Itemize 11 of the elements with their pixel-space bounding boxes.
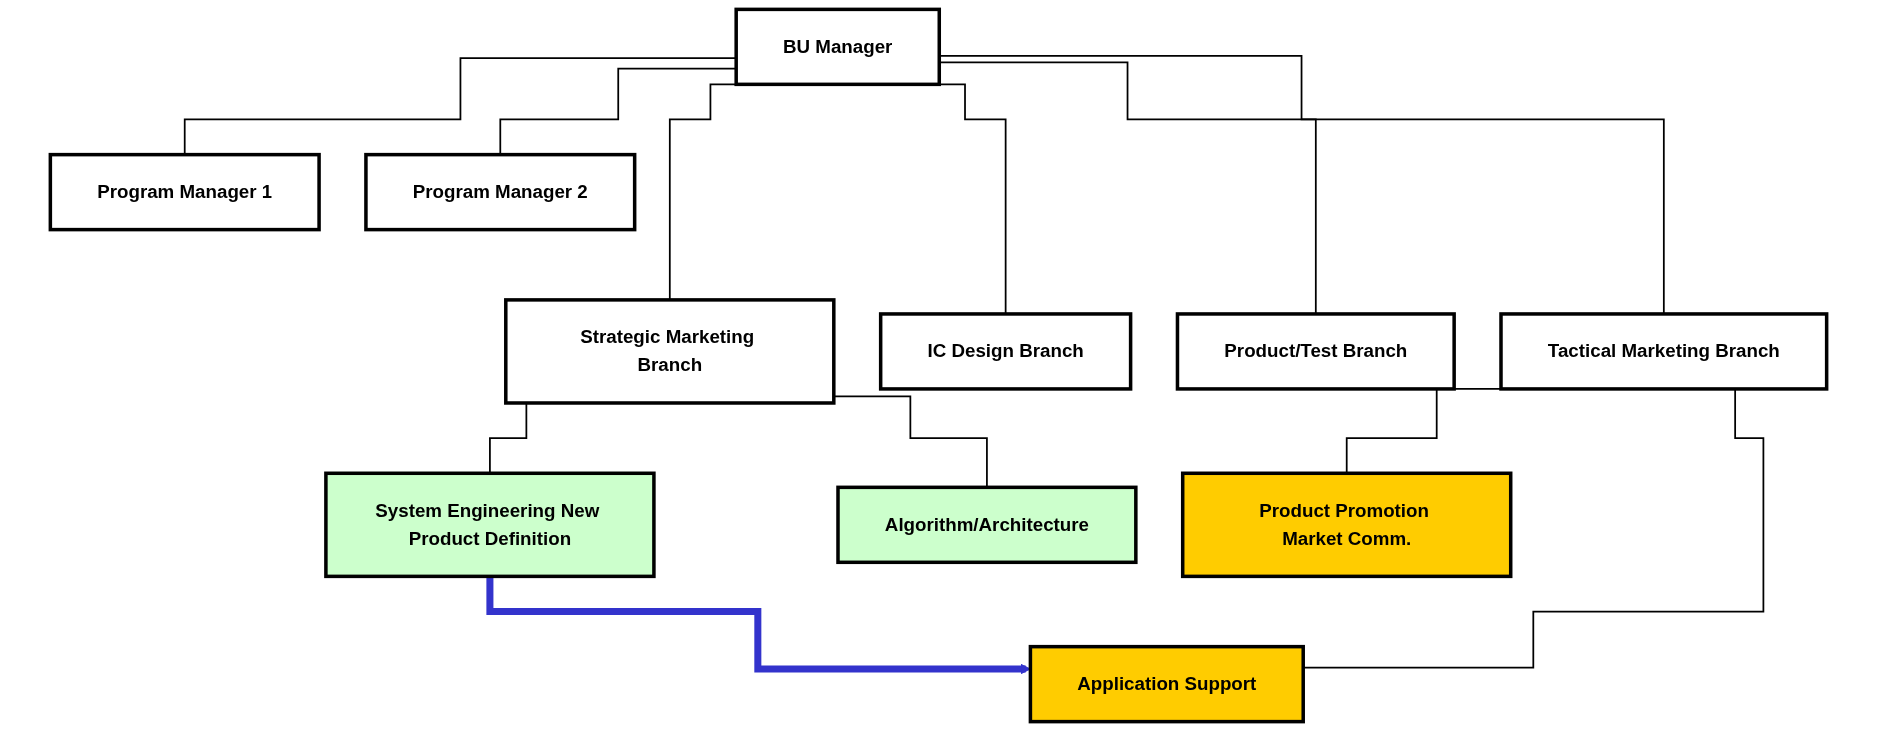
node-box: Program Manager 2 — [364, 152, 637, 232]
node-box: System Engineering New Product Definition — [324, 471, 656, 579]
node-box: Application Support — [1028, 644, 1305, 724]
node-box: Algorithm/Architecture — [836, 485, 1138, 565]
node-box: IC Design Branch — [878, 312, 1133, 391]
node-box: Product Promotion Market Comm. — [1180, 471, 1513, 579]
node-box: Strategic Marketing Branch — [504, 298, 836, 405]
node-box: BU Manager — [734, 7, 941, 87]
node-box: Tactical Marketing Branch — [1499, 312, 1829, 391]
node-box: Program Manager 1 — [48, 152, 321, 232]
node-box: Product/Test Branch — [1175, 312, 1456, 391]
